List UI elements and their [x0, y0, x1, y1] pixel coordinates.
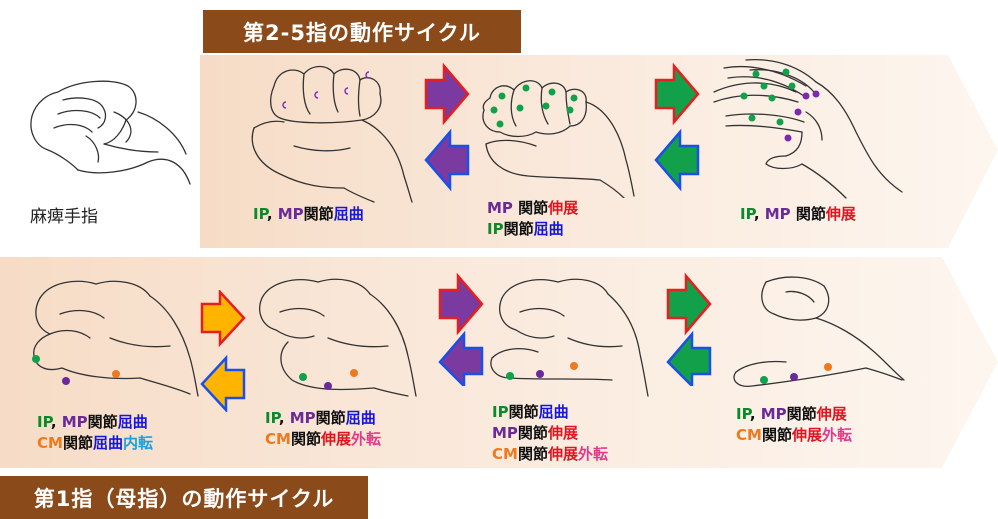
- caption-sep: ,: [749, 405, 761, 423]
- caption-joint: 関節: [508, 403, 539, 421]
- bottom-hand-1-thumb-flexed: [32, 280, 199, 397]
- top-band-arrow-shape: [200, 55, 998, 248]
- caption-joint: 関節: [517, 445, 548, 463]
- caption-joint: 関節: [290, 430, 321, 448]
- bottom-caption-2: IP, MP関節屈曲 CM関節伸展外転: [265, 408, 381, 450]
- caption-ip: IP: [265, 409, 279, 427]
- caption-adduction: 内転: [122, 434, 153, 452]
- caption-extension: 伸展: [547, 445, 578, 463]
- bottom-hand-4-extended: [733, 276, 905, 387]
- caption-ip: IP: [740, 205, 754, 223]
- caption-cm: CM: [265, 430, 291, 448]
- top-arrow-2-back: [654, 128, 700, 192]
- caption-sep: ,: [278, 409, 290, 427]
- caption-ip: IP: [492, 403, 509, 421]
- bottom-arrow-pair-2: [438, 272, 484, 386]
- caption-abduction: 外転: [350, 430, 381, 448]
- bottom-arrow-1-forward: [200, 290, 246, 348]
- bottom-arrow-2-forward: [438, 272, 484, 336]
- caption-mp: MP: [487, 199, 519, 217]
- caption-extension: 伸展: [547, 424, 578, 442]
- caption-extension: 伸展: [320, 430, 351, 448]
- paralyzed-hand-label: 麻痺手指: [30, 207, 98, 227]
- bottom-arrow-3-forward: [666, 272, 712, 336]
- top-hand-3-extended: [713, 58, 903, 199]
- caption-flexion: 屈曲: [92, 434, 123, 452]
- caption-cm: CM: [492, 445, 518, 463]
- caption-joint: 関節: [795, 205, 826, 223]
- caption-mp: MP: [277, 205, 304, 223]
- top-arrow-1-back: [424, 128, 470, 192]
- bottom-hand-2-thumb-abducted: [259, 278, 417, 397]
- top-caption-2: MP 関節伸展 IP関節屈曲: [487, 198, 578, 240]
- bottom-arrow-pair-1: [200, 290, 246, 412]
- bottom-arrow-1-back: [200, 354, 246, 412]
- caption-extension: 伸展: [825, 205, 856, 223]
- paralyzed-hand-illustration: [30, 80, 191, 185]
- bottom-cycle-title: 第1指（母指）の動作サイクル: [0, 476, 368, 519]
- top-arrow-1-forward: [424, 62, 470, 126]
- caption-flexion: 屈曲: [333, 205, 364, 223]
- caption-extension: 伸展: [816, 405, 847, 423]
- bottom-band-arrow-shape: [0, 257, 998, 468]
- caption-joint: 関節: [303, 205, 334, 223]
- top-arrow-pair-1: [424, 62, 470, 192]
- top-arrow-2-forward: [654, 62, 700, 126]
- bottom-caption-1: IP, MP関節屈曲 CM関節屈曲内転: [37, 412, 153, 454]
- caption-joint: 関節: [503, 220, 534, 238]
- caption-abduction: 外転: [577, 445, 608, 463]
- caption-cm: CM: [37, 434, 63, 452]
- caption-joint: 関節: [62, 434, 93, 452]
- top-caption-3: IP, MP 関節伸展: [740, 204, 856, 225]
- caption-ip: IP: [253, 205, 267, 223]
- caption-mp: MP: [764, 205, 796, 223]
- caption-joint: 関節: [315, 409, 346, 427]
- caption-ip: IP: [487, 220, 504, 238]
- caption-joint: 関節: [786, 405, 817, 423]
- caption-joint: 関節: [761, 426, 792, 444]
- caption-extension: 伸展: [548, 199, 579, 217]
- caption-mp: MP: [289, 409, 316, 427]
- caption-mp: MP: [61, 413, 88, 431]
- bottom-caption-3: IP関節屈曲 MP関節伸展 CM関節伸展外転: [492, 402, 608, 465]
- caption-joint: 関節: [518, 199, 549, 217]
- caption-joint: 関節: [517, 424, 548, 442]
- caption-flexion: 屈曲: [345, 409, 376, 427]
- top-hand-1-fist: [251, 65, 413, 203]
- top-hand-2-mp-extension: [482, 80, 635, 198]
- caption-mp: MP: [760, 405, 787, 423]
- caption-flexion: 屈曲: [117, 413, 148, 431]
- caption-cm: CM: [736, 426, 762, 444]
- caption-extension: 伸展: [791, 426, 822, 444]
- caption-flexion: 屈曲: [533, 220, 564, 238]
- caption-sep: ,: [266, 205, 278, 223]
- caption-mp: MP: [492, 424, 518, 442]
- caption-sep: ,: [50, 413, 62, 431]
- caption-flexion: 屈曲: [538, 403, 569, 421]
- caption-joint: 関節: [87, 413, 118, 431]
- caption-ip: IP: [37, 413, 51, 431]
- bottom-caption-4: IP, MP関節伸展 CM関節伸展外転: [736, 404, 852, 446]
- bottom-arrow-3-back: [666, 330, 712, 386]
- top-arrow-pair-2: [654, 62, 700, 192]
- bottom-arrow-pair-3: [666, 272, 712, 386]
- caption-ip: IP: [736, 405, 750, 423]
- bottom-hand-3-mp-extension: [490, 278, 649, 397]
- top-caption-1: IP, MP関節屈曲: [253, 204, 364, 225]
- caption-sep: ,: [753, 205, 765, 223]
- top-cycle-title: 第2-5指の動作サイクル: [203, 10, 521, 53]
- caption-abduction: 外転: [821, 426, 852, 444]
- bottom-arrow-2-back: [438, 330, 484, 386]
